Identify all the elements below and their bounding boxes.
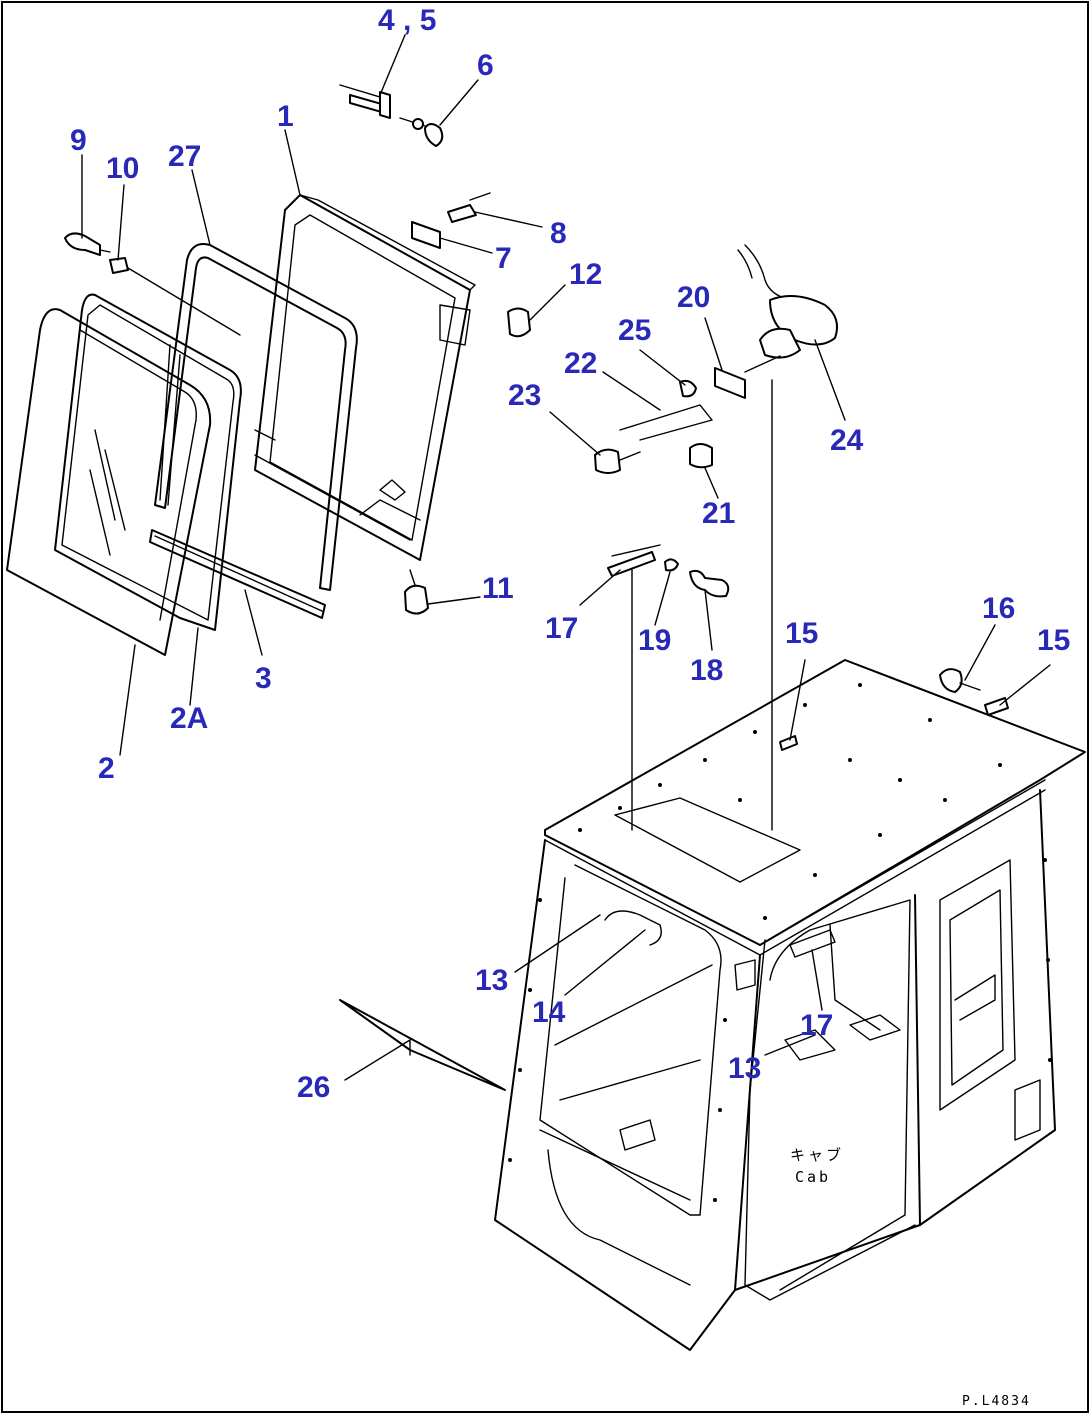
hinge-pin-parts bbox=[339, 84, 444, 147]
stop-bracket-parts bbox=[411, 192, 491, 249]
callout-7: 7 bbox=[495, 242, 512, 275]
bumper-parts bbox=[64, 232, 531, 615]
callout-9: 9 bbox=[70, 124, 87, 157]
callout-13-left: 13 bbox=[475, 964, 508, 997]
callout-1: 1 bbox=[277, 100, 294, 133]
callout-27: 27 bbox=[168, 140, 201, 173]
callout-16: 16 bbox=[982, 592, 1015, 625]
window-glass bbox=[6, 308, 212, 656]
callout-11: 11 bbox=[482, 572, 514, 605]
callout-18: 18 bbox=[690, 654, 723, 687]
callout-23: 23 bbox=[508, 379, 541, 412]
cab-body bbox=[494, 659, 1086, 1351]
callout-2A: 2A bbox=[170, 702, 208, 735]
drawing-reference: P.L4834 bbox=[962, 1394, 1031, 1409]
cab-label-english: Cab bbox=[795, 1168, 831, 1186]
callout-19: 19 bbox=[638, 624, 671, 657]
weatherstrip bbox=[154, 243, 358, 591]
callout-22: 22 bbox=[564, 347, 597, 380]
callout-labels: 4 , 5 6 1 27 9 10 8 7 12 20 25 22 23 24 … bbox=[70, 4, 1070, 1104]
callout-15-right: 15 bbox=[1037, 624, 1070, 657]
callout-14: 14 bbox=[532, 996, 566, 1029]
callout-21: 21 bbox=[702, 497, 735, 530]
callout-17-top: 17 bbox=[545, 612, 578, 645]
callout-3: 3 bbox=[255, 662, 272, 695]
sun-visor bbox=[339, 999, 506, 1091]
callout-2: 2 bbox=[98, 752, 115, 785]
callout-8: 8 bbox=[550, 217, 567, 250]
callout-4-5: 4 , 5 bbox=[378, 4, 436, 37]
cab-label-japanese: キャブ bbox=[790, 1146, 844, 1164]
leader-lines bbox=[81, 34, 1051, 1081]
window-seal bbox=[54, 293, 242, 631]
callout-17-bottom: 17 bbox=[800, 1009, 833, 1042]
wiper-motor-assembly bbox=[594, 244, 838, 474]
callout-26: 26 bbox=[297, 1071, 330, 1104]
mounting-plate-parts bbox=[607, 379, 773, 831]
window-frame bbox=[254, 194, 476, 561]
channel-strip bbox=[149, 529, 326, 619]
callout-12: 12 bbox=[569, 258, 602, 291]
callout-15-left: 15 bbox=[785, 617, 818, 650]
callout-13-right: 13 bbox=[728, 1052, 761, 1085]
callout-24: 24 bbox=[830, 424, 864, 457]
callout-10: 10 bbox=[106, 152, 139, 185]
callout-25: 25 bbox=[618, 314, 651, 347]
callout-6: 6 bbox=[477, 49, 494, 82]
callout-20: 20 bbox=[677, 281, 710, 314]
